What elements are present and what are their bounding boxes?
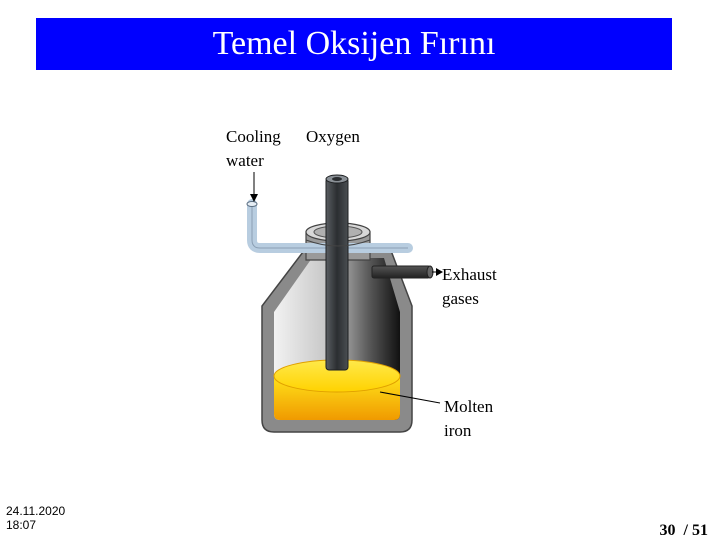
exhaust-pipe <box>371 265 431 279</box>
title-bar: Temel Oksijen Fırını <box>36 18 672 70</box>
page-current: 30 <box>659 522 676 539</box>
cooling-water-label-2: water <box>226 151 264 170</box>
molten-iron-label-1: Molten <box>444 397 494 416</box>
page-total: 51 <box>692 522 708 539</box>
page-separator: / <box>683 522 688 539</box>
date-time-footer: 24.11.2020 18:07 <box>6 504 65 532</box>
cooling-water-label-1: Cooling <box>226 127 281 146</box>
oxygen-lance <box>325 177 349 371</box>
exhaust-label-2: gases <box>442 289 479 308</box>
slide-page-number: 30 /51 <box>660 522 708 540</box>
slide-title: Temel Oksijen Fırını <box>212 25 496 62</box>
footer-time: 18:07 <box>6 518 37 532</box>
molten-iron-label-2: iron <box>444 421 472 440</box>
footer-date: 24.11.2020 <box>6 504 66 518</box>
exhaust-label-1: Exhaust <box>442 265 497 284</box>
molten-iron-leader <box>379 391 441 404</box>
cooling-pipe-inlet <box>246 201 258 207</box>
oxygen-label: Oxygen <box>306 127 360 146</box>
